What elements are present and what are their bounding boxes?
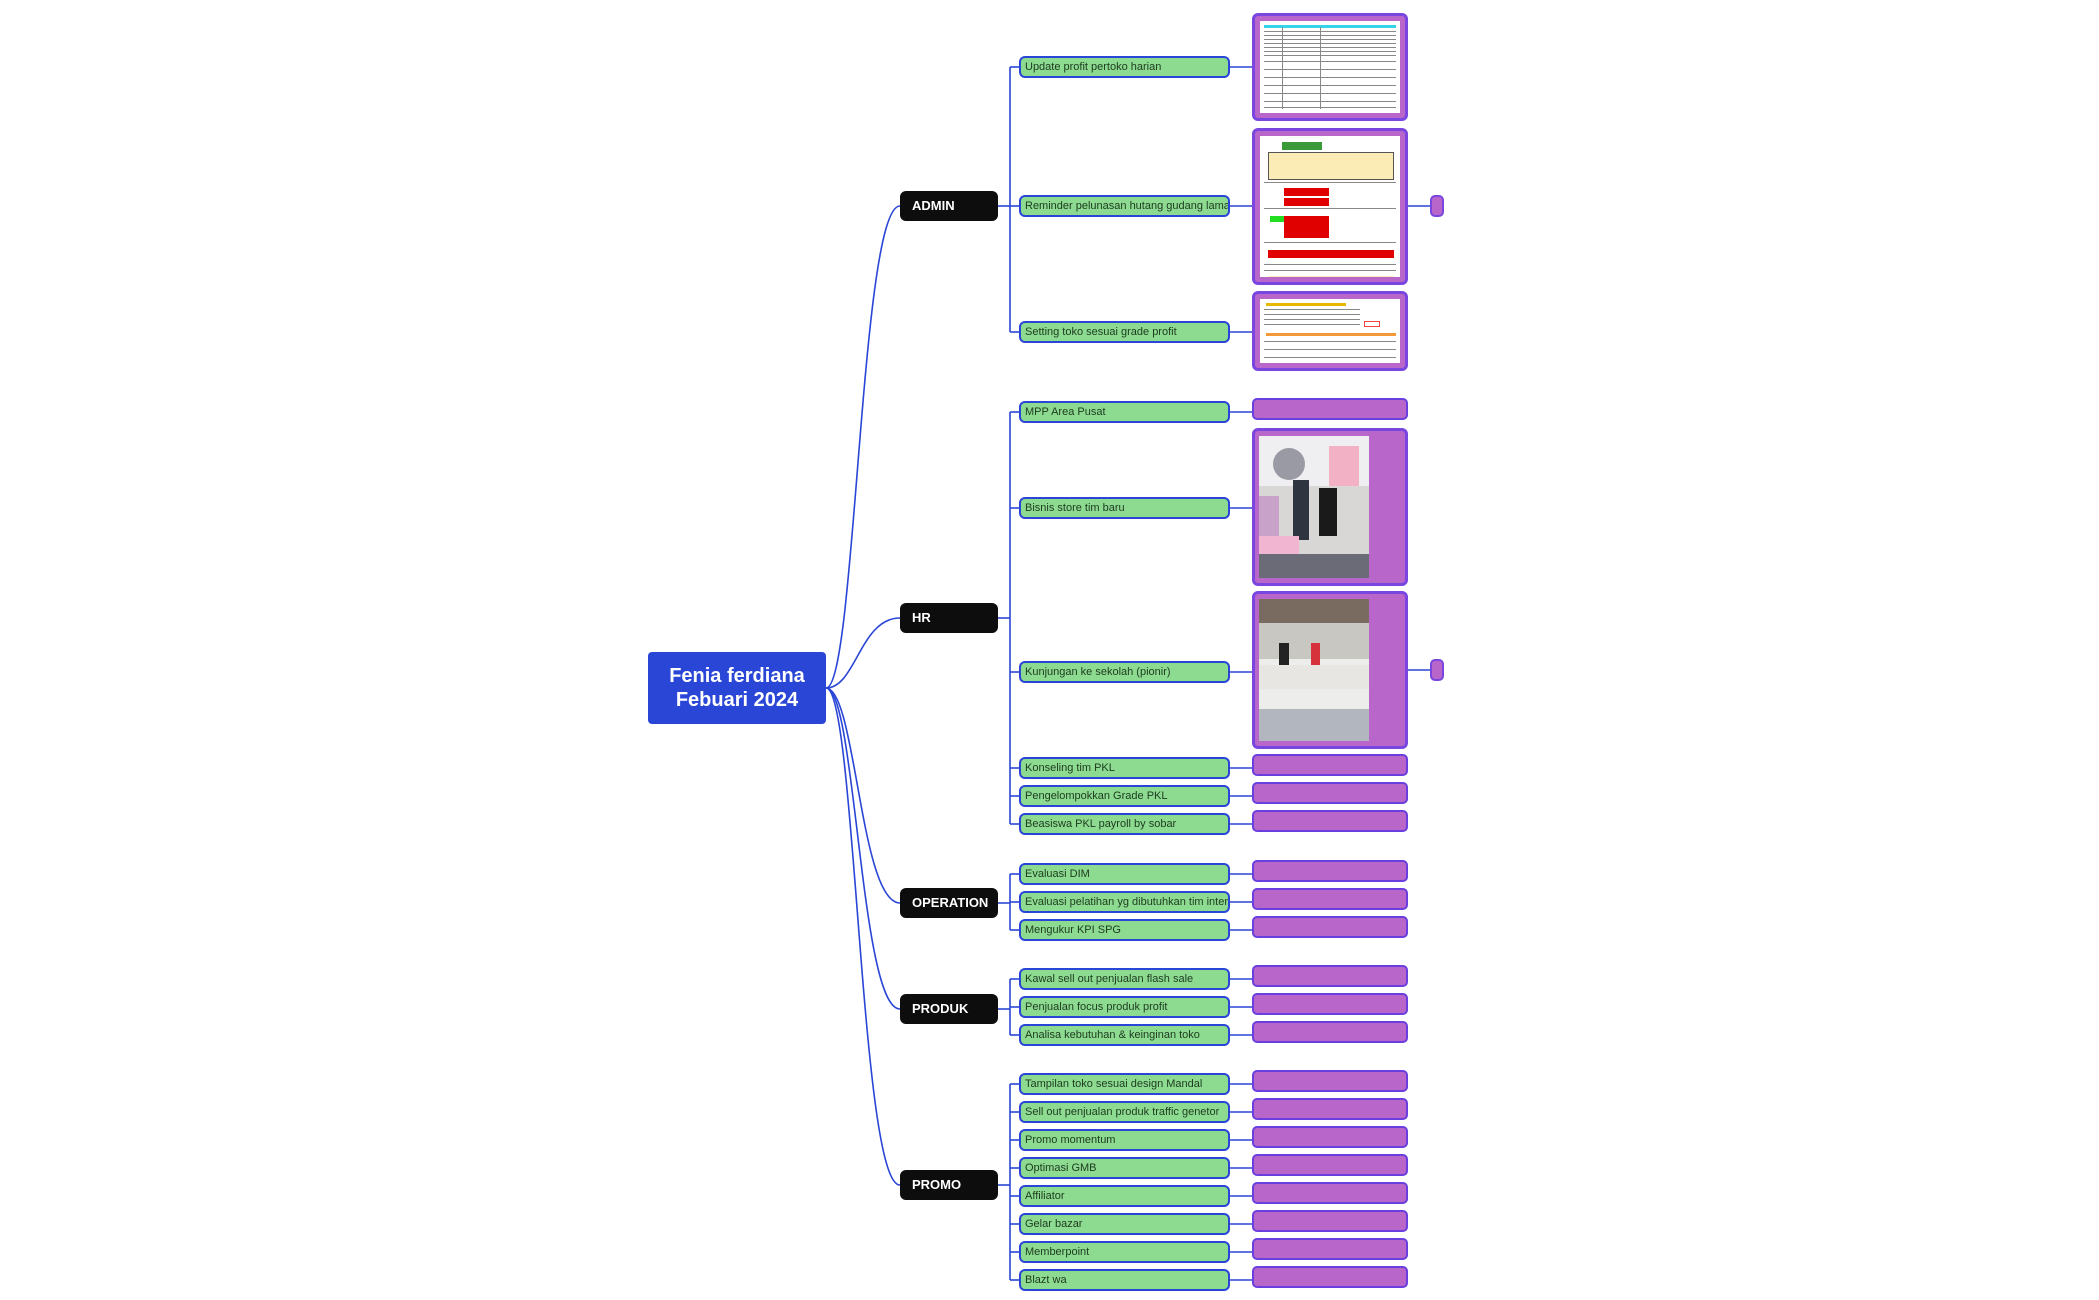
attachment-box[interactable]: [1252, 810, 1408, 832]
attachment-box[interactable]: [1252, 782, 1408, 804]
leaf-beasiswa-pkl[interactable]: Beasiswa PKL payroll by sobar: [1019, 813, 1230, 835]
branch-admin[interactable]: ADMIN: [900, 191, 998, 221]
leaf-kpi-spg[interactable]: Mengukur KPI SPG: [1019, 919, 1230, 941]
root-branch-connector: [825, 687, 901, 1186]
branch-hr[interactable]: HR: [900, 603, 998, 633]
attachment-spreadsheet-grade[interactable]: [1252, 291, 1408, 371]
collapse-knob[interactable]: [1430, 659, 1444, 681]
spreadsheet-thumbnail: [1260, 136, 1400, 277]
branch-operation[interactable]: OPERATION: [900, 888, 998, 918]
leaf-memberpoint[interactable]: Memberpoint: [1019, 1241, 1230, 1263]
attachment-box[interactable]: [1252, 860, 1408, 882]
attachment-photo-school[interactable]: [1252, 591, 1408, 749]
attachment-box[interactable]: [1252, 1210, 1408, 1232]
attachment-box[interactable]: [1252, 1154, 1408, 1176]
root-branch-connector: [825, 617, 901, 689]
root-branch-connector: [825, 205, 901, 689]
attachment-box[interactable]: [1252, 1098, 1408, 1120]
attachment-spreadsheet-hutang[interactable]: [1252, 128, 1408, 285]
attachment-box[interactable]: [1252, 916, 1408, 938]
attachment-box[interactable]: [1252, 1070, 1408, 1092]
attachment-box[interactable]: [1252, 1238, 1408, 1260]
leaf-mpp-area-pusat[interactable]: MPP Area Pusat: [1019, 401, 1230, 423]
leaf-affiliator[interactable]: Affiliator: [1019, 1185, 1230, 1207]
branch-promo[interactable]: PROMO: [900, 1170, 998, 1200]
leaf-analisa-kebutuhan[interactable]: Analisa kebutuhan & keinginan toko: [1019, 1024, 1230, 1046]
root-branch-connector: [825, 687, 901, 1010]
attachment-box[interactable]: [1252, 993, 1408, 1015]
leaf-grade-pkl[interactable]: Pengelompokkan Grade PKL: [1019, 785, 1230, 807]
leaf-kunjungan-sekolah[interactable]: Kunjungan ke sekolah (pionir): [1019, 661, 1230, 683]
attachment-box[interactable]: [1252, 754, 1408, 776]
leaf-setting-toko[interactable]: Setting toko sesuai grade profit: [1019, 321, 1230, 343]
store-team-photo: [1259, 436, 1369, 578]
attachment-box[interactable]: [1252, 1182, 1408, 1204]
school-visit-photo: [1259, 599, 1369, 741]
leaf-konseling-pkl[interactable]: Konseling tim PKL: [1019, 757, 1230, 779]
root-title-line1: Fenia ferdiana: [669, 665, 805, 687]
leaf-evaluasi-dim[interactable]: Evaluasi DIM: [1019, 863, 1230, 885]
leaf-optimasi-gmb[interactable]: Optimasi GMB: [1019, 1157, 1230, 1179]
collapse-knob[interactable]: [1430, 195, 1444, 217]
attachment-box[interactable]: [1252, 888, 1408, 910]
spreadsheet-thumbnail: [1260, 21, 1400, 113]
attachment-box[interactable]: [1252, 398, 1408, 420]
leaf-bisnis-store[interactable]: Bisnis store tim baru: [1019, 497, 1230, 519]
spreadsheet-thumbnail: [1260, 299, 1400, 363]
leaf-blazt-wa[interactable]: Blazt wa: [1019, 1269, 1230, 1291]
leaf-evaluasi-pelatihan[interactable]: Evaluasi pelatihan yg dibutuhkan tim int…: [1019, 891, 1230, 913]
attachment-box[interactable]: [1252, 1266, 1408, 1288]
leaf-flash-sale[interactable]: Kawal sell out penjualan flash sale: [1019, 968, 1230, 990]
root-title-line2: Febuari 2024: [675, 689, 799, 711]
leaf-sell-out-traffic[interactable]: Sell out penjualan produk traffic geneto…: [1019, 1101, 1230, 1123]
leaf-promo-momentum[interactable]: Promo momentum: [1019, 1129, 1230, 1151]
leaf-gelar-bazar[interactable]: Gelar bazar: [1019, 1213, 1230, 1235]
attachment-spreadsheet-profit[interactable]: [1252, 13, 1408, 121]
attachment-box[interactable]: [1252, 1021, 1408, 1043]
leaf-tampilan-toko[interactable]: Tampilan toko sesuai design Mandal: [1019, 1073, 1230, 1095]
leaf-reminder-pelunasan[interactable]: Reminder pelunasan hutang gudang lama: [1019, 195, 1230, 217]
leaf-focus-produk[interactable]: Penjualan focus produk profit: [1019, 996, 1230, 1018]
attachment-box[interactable]: [1252, 965, 1408, 987]
branch-produk[interactable]: PRODUK: [900, 994, 998, 1024]
attachment-box[interactable]: [1252, 1126, 1408, 1148]
root-node[interactable]: Fenia ferdiana Febuari 2024: [648, 652, 826, 724]
root-branch-connector: [825, 687, 901, 904]
leaf-update-profit[interactable]: Update profit pertoko harian: [1019, 56, 1230, 78]
attachment-photo-store[interactable]: [1252, 428, 1408, 586]
